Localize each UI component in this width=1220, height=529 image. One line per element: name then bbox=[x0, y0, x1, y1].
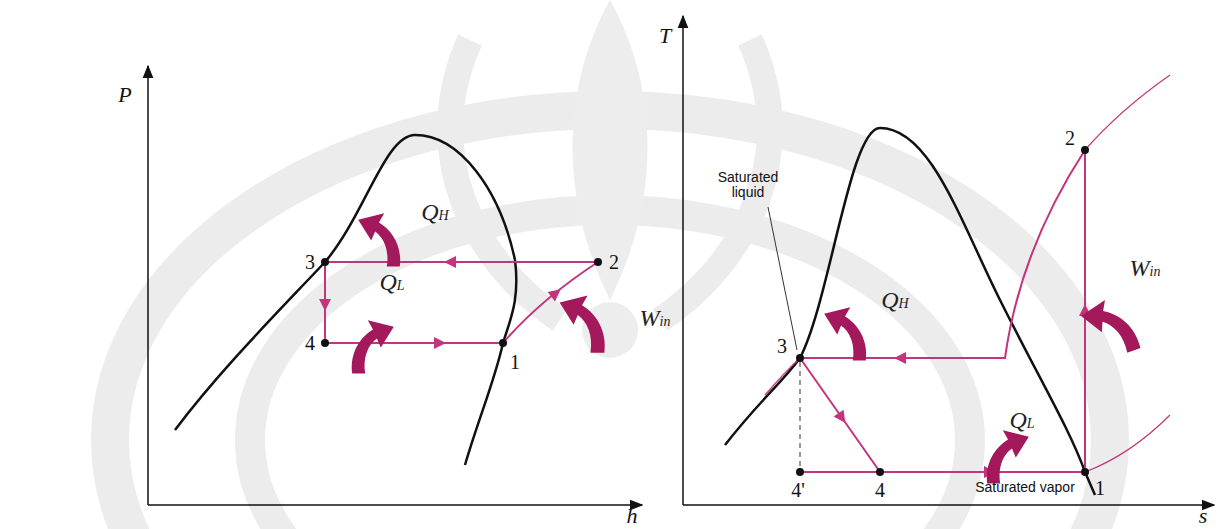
cycle-line bbox=[800, 471, 1085, 473]
heat-arrow bbox=[824, 307, 866, 360]
watermark bbox=[110, 0, 1110, 529]
isobar bbox=[1085, 75, 1170, 150]
heat-arrow bbox=[358, 213, 400, 266]
energy-arrows bbox=[824, 294, 1141, 484]
isobars bbox=[765, 75, 1170, 472]
state-number: 3 bbox=[777, 335, 787, 357]
flow-arrowhead bbox=[834, 410, 851, 427]
energy-arrows bbox=[352, 213, 605, 373]
work-label: Win bbox=[1130, 255, 1161, 281]
work-arrow bbox=[560, 295, 605, 352]
state-note: Saturated liquid bbox=[707, 170, 789, 201]
isobar bbox=[1085, 415, 1170, 472]
y-axis bbox=[682, 16, 684, 505]
saturation-dome bbox=[175, 135, 516, 465]
flow-arrowhead bbox=[894, 352, 906, 364]
axis-label: P bbox=[118, 83, 131, 107]
heat-arrow bbox=[987, 430, 1029, 483]
state-point bbox=[321, 339, 329, 347]
state-point bbox=[1081, 468, 1089, 476]
state-point bbox=[796, 354, 804, 362]
flow-arrowhead bbox=[548, 285, 565, 302]
state-number: 1 bbox=[1095, 477, 1105, 499]
cycle-lines bbox=[325, 262, 598, 343]
heat-label: QL bbox=[379, 269, 404, 295]
heat-label: QL bbox=[1009, 407, 1034, 433]
heat-arrow bbox=[352, 320, 394, 373]
cycle-line bbox=[800, 358, 880, 472]
state-number: 4 bbox=[875, 479, 885, 501]
watermark-leaf bbox=[450, 40, 560, 320]
state-number: 2 bbox=[1065, 127, 1075, 149]
state-number: 2 bbox=[609, 251, 619, 273]
axis-label: s bbox=[1199, 504, 1208, 528]
state-points bbox=[796, 146, 1089, 476]
heat-label: QH bbox=[881, 287, 908, 313]
y-axis bbox=[147, 66, 149, 505]
saturation-dome bbox=[725, 128, 1095, 495]
work-arrow bbox=[1079, 294, 1141, 363]
watermark-flame bbox=[573, 0, 648, 300]
dashed-line bbox=[799, 362, 800, 472]
watermark-ring bbox=[250, 210, 970, 529]
cycle-lines bbox=[800, 150, 1085, 472]
state-point bbox=[796, 468, 804, 476]
isobar bbox=[765, 358, 800, 395]
x-axis bbox=[683, 504, 1214, 506]
state-point bbox=[321, 258, 329, 266]
flow-arrowhead bbox=[319, 299, 331, 311]
axis-label: h bbox=[627, 504, 638, 528]
x-axis bbox=[148, 504, 642, 506]
state-point bbox=[876, 468, 884, 476]
state-point bbox=[1081, 146, 1089, 154]
cycle-line bbox=[325, 261, 598, 263]
work-label: Win bbox=[640, 305, 671, 331]
state-point bbox=[594, 258, 602, 266]
state-number: 3 bbox=[305, 251, 315, 273]
heat-label: QH bbox=[421, 199, 448, 225]
cycle-line bbox=[503, 262, 598, 343]
cycle-line bbox=[800, 150, 1085, 358]
flow-arrows bbox=[319, 256, 564, 349]
axis-label: T bbox=[659, 24, 671, 48]
state-number: 4 bbox=[305, 332, 315, 354]
flow-arrowhead bbox=[434, 337, 446, 349]
leader-line bbox=[768, 207, 797, 350]
flow-arrowhead bbox=[444, 256, 456, 268]
flow-arrows bbox=[834, 304, 1091, 478]
cycle-line bbox=[325, 342, 503, 344]
state-number: 4' bbox=[791, 479, 805, 501]
state-point bbox=[499, 339, 507, 347]
state-note: Saturated vapor bbox=[975, 480, 1075, 495]
state-number: 1 bbox=[510, 351, 520, 373]
